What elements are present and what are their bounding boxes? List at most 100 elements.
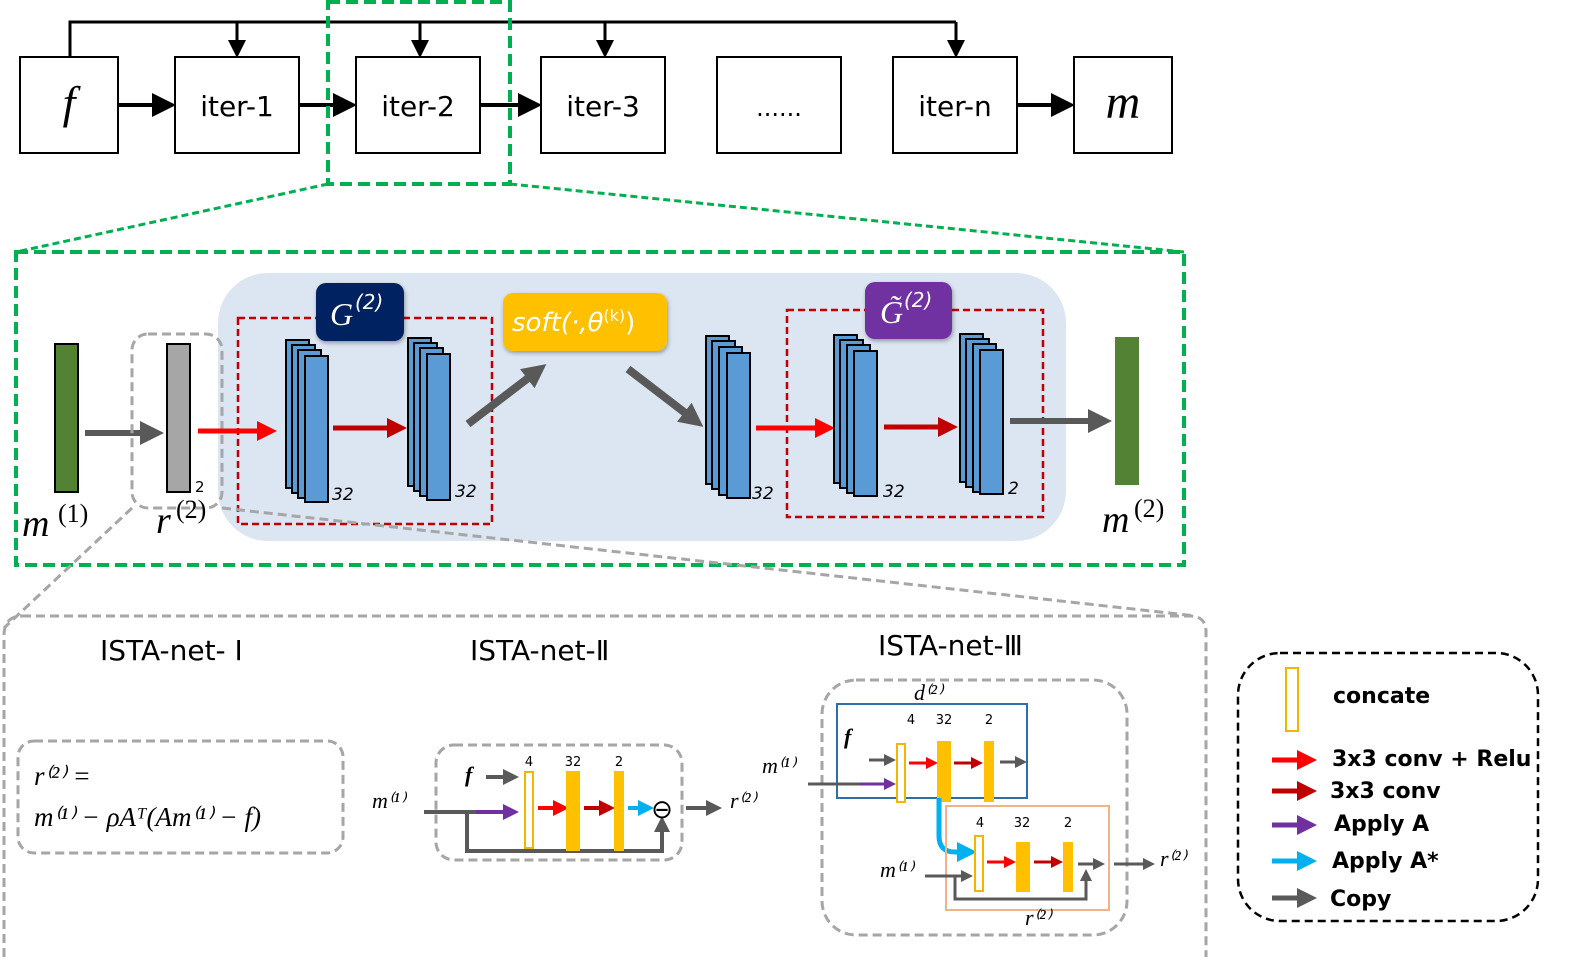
- residual-channels: 2: [195, 478, 205, 496]
- legend-label: Apply A: [1334, 812, 1429, 837]
- d-label: d⁽²⁾: [914, 680, 945, 705]
- channel-count: 32: [936, 713, 953, 728]
- feature-map-stack: [959, 333, 1004, 495]
- zoom-connector: [221, 506, 1197, 618]
- feature-map-stack: [285, 339, 329, 503]
- variants-panel: ISTA-net- Ⅰ r⁽²⁾ = m⁽¹⁾ − ρAᵀ(Am⁽¹⁾ − f)…: [2, 614, 1208, 957]
- legend-label: Copy: [1330, 887, 1391, 912]
- stage-box-iter-n[interactable]: [892, 56, 1018, 154]
- f-label: f: [465, 762, 475, 787]
- legend-label: Apply A*: [1332, 849, 1439, 874]
- stage-box-ellipsis: [716, 56, 842, 154]
- channel-count: 32: [883, 482, 905, 502]
- decoder-badge-label: G̃: [880, 294, 903, 330]
- channel-count: 32: [1014, 816, 1031, 831]
- output-sup: (2): [1134, 494, 1164, 523]
- variant-box: [434, 743, 684, 862]
- channel-count: 4: [907, 713, 915, 728]
- stage-label: iter-1: [200, 90, 274, 123]
- input-box: [19, 56, 119, 154]
- skip-connection: [953, 869, 1092, 901]
- output-bar: [1115, 337, 1139, 485]
- feature-map-stack: [833, 334, 878, 497]
- legend-label: concate: [1333, 684, 1430, 709]
- channel-count: 32: [565, 755, 582, 770]
- variant-title: ISTA-net-Ⅱ: [470, 634, 609, 667]
- variant-box: [820, 678, 1129, 937]
- output-var: m: [1102, 499, 1129, 541]
- soft-threshold-label: soft(·,θ(k)): [512, 306, 635, 338]
- highlight-frame: [326, 0, 512, 186]
- decoder-badge: [865, 282, 952, 339]
- channel-count: 32: [752, 484, 774, 504]
- conv-bar: [566, 771, 580, 851]
- zoom-connector: [2, 506, 134, 630]
- output-var: r⁽²⁾: [730, 788, 759, 813]
- formula-box: [16, 739, 345, 855]
- f-label: f: [844, 724, 854, 749]
- residual-bar: [166, 343, 191, 493]
- pipeline: f iter-1 iter-2 iter-3 ...... iter-n m: [19, 20, 1173, 154]
- decoder-badge-sup: (2): [904, 288, 932, 312]
- output-label: m: [1106, 76, 1141, 129]
- encoder-badge-label: G: [330, 296, 353, 332]
- residual-var: r: [156, 500, 171, 542]
- input-var: m: [22, 503, 49, 545]
- input-var: m⁽¹⁾: [372, 788, 408, 813]
- channel-count: 4: [525, 755, 533, 770]
- stage-label: iter-2: [381, 90, 455, 123]
- apply-a-star-arrow: [936, 798, 977, 862]
- conv-bar: [1016, 842, 1030, 892]
- r-subnet-box: [945, 805, 1110, 911]
- channel-count: 4: [976, 816, 984, 831]
- conv-bar: [1063, 842, 1073, 892]
- zoom-connector: [509, 182, 1185, 254]
- variant-title: ISTA-net-Ⅲ: [878, 629, 1023, 662]
- input-var: m⁽¹⁾: [880, 857, 916, 882]
- stage-label: iter-n: [918, 90, 992, 123]
- concat-box-icon: [1285, 667, 1299, 732]
- legend: concate 3x3 conv + Relu 3x3 conv Apply A…: [1236, 651, 1540, 923]
- feature-map-stack: [407, 337, 451, 501]
- detail-frame: [14, 250, 1186, 567]
- variant-title: ISTA-net- Ⅰ: [100, 634, 243, 667]
- input-bar: [54, 343, 79, 493]
- input-sup: (1): [58, 499, 88, 528]
- legend-frame: [1236, 651, 1540, 923]
- feedback-line: [68, 20, 956, 57]
- legend-label: 3x3 conv: [1330, 779, 1441, 804]
- stage-label: ......: [756, 94, 802, 122]
- skip-connection: [465, 812, 670, 853]
- inner-r-label: r⁽²⁾: [1025, 905, 1054, 930]
- encoder-badge-sup: (2): [355, 290, 383, 314]
- legend-label: 3x3 conv + Relu: [1332, 747, 1531, 772]
- channel-count: 2: [985, 713, 993, 728]
- conv-bar: [614, 771, 624, 851]
- minus-operator: ⊖: [651, 795, 673, 825]
- channel-count: 2: [615, 755, 623, 770]
- channel-count: 2: [1008, 479, 1019, 499]
- zoom-highlight: [15, 0, 1185, 254]
- channel-count: 32: [332, 485, 354, 505]
- channel-count: 2: [1064, 816, 1072, 831]
- variants-frame: [2, 614, 1208, 957]
- stage-label: iter-3: [566, 90, 640, 123]
- residual-focus: [130, 332, 224, 510]
- concat-bar: [524, 771, 534, 849]
- encoder-badge: [316, 283, 404, 341]
- zoom-connector: [15, 182, 329, 254]
- channel-count: 32: [455, 482, 477, 502]
- residual-sup: (2): [176, 495, 206, 524]
- concat-bar: [974, 835, 984, 892]
- conv-bar: [937, 741, 951, 802]
- copy-arrow: [625, 365, 704, 427]
- formula-line: m⁽¹⁾ − ρAᵀ(Am⁽¹⁾ − f): [34, 802, 261, 832]
- iteration-detail: m (1) 2 r (2) 32 32 G (2): [14, 250, 1186, 567]
- feature-map-stack: [705, 335, 751, 499]
- stage-box-iter-1[interactable]: [174, 56, 300, 154]
- formula-line: r⁽²⁾ =: [34, 761, 91, 791]
- d-subnet-box: [836, 703, 1028, 799]
- copy-arrow: [465, 364, 547, 428]
- concat-bar: [896, 743, 906, 803]
